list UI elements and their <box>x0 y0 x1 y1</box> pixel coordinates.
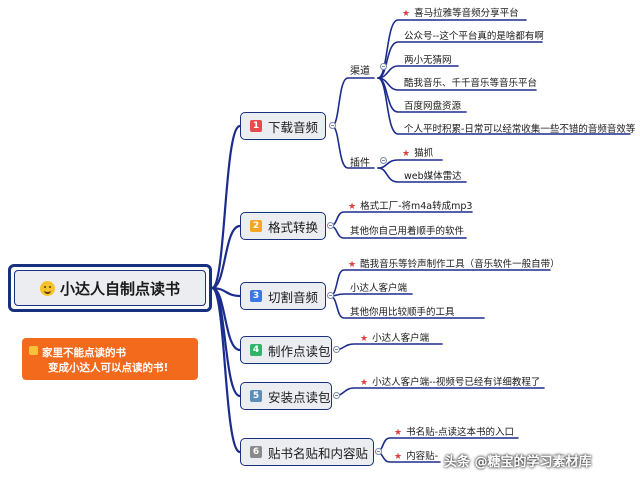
promo-callout: 家里不能点读的书 变成小达人可以点读的书! <box>22 338 198 380</box>
leaf-neirongtie[interactable]: ★内容贴- <box>394 448 438 462</box>
leaf-text: 喜马拉雅等音频分享平台 <box>414 8 519 19</box>
branch-number-badge: 1 <box>250 120 262 132</box>
star-icon: ★ <box>394 452 403 462</box>
star-icon: ★ <box>402 9 411 19</box>
branch-node-6[interactable]: 6 贴书名贴和内容贴 <box>240 438 374 466</box>
leaf-geren[interactable]: 个人平时积累-日常可以经常收集一些不错的音频音效等 <box>404 124 636 135</box>
leaf-kehu3[interactable]: ★小达人客户端--视频号已经有详细教程了 <box>360 374 540 388</box>
thumbs-up-icon <box>29 346 38 355</box>
leaf-text: 书名贴-点读这本书的入口 <box>406 427 515 438</box>
root-title: 小达人自制点读书 <box>59 279 180 298</box>
branch-number-badge: 2 <box>250 220 262 232</box>
branch-number-badge: 3 <box>250 290 262 302</box>
branch-node-5[interactable]: 5 安装点读包 <box>240 382 332 410</box>
star-icon: ★ <box>394 428 403 438</box>
root-node[interactable]: 小达人自制点读书 <box>8 264 212 312</box>
collapse-toggle-icon[interactable] <box>333 392 340 399</box>
branch-node-4[interactable]: 4 制作点读包 <box>240 336 332 364</box>
leaf-geshi[interactable]: ★格式工厂-将m4a转成mp3 <box>348 198 472 212</box>
promo-line-1: 家里不能点读的书 <box>42 347 126 359</box>
branch-label: 贴书名贴和内容贴 <box>268 445 369 461</box>
smile-emoji-icon <box>39 280 55 296</box>
collapse-toggle-icon[interactable] <box>327 292 334 299</box>
branch-label: 制作点读包 <box>268 343 331 359</box>
leaf-kehu2[interactable]: ★小达人客户端 <box>360 330 429 344</box>
leaf-baidu[interactable]: 百度网盘资源 <box>404 101 462 112</box>
star-icon: ★ <box>348 202 357 212</box>
branch-node-1[interactable]: 1 下载音频 <box>240 112 326 140</box>
collapse-toggle-icon[interactable] <box>375 448 382 455</box>
leaf-kehu1[interactable]: 小达人客户端 <box>350 283 408 294</box>
branch-number-badge: 4 <box>250 344 262 356</box>
leaf-qita2[interactable]: 其他你用比较顺手的工具 <box>350 307 455 318</box>
leaf-qita1[interactable]: 其他你自己用着顺手的软件 <box>350 226 465 237</box>
group-label-plugins: 插件 <box>350 158 370 169</box>
branch-label: 格式转换 <box>268 219 319 235</box>
watermark: 头条 @糖宝的学习素材库 <box>444 455 592 470</box>
collapse-toggle-icon[interactable] <box>329 122 336 129</box>
leaf-maozhua[interactable]: ★猫抓 <box>402 145 433 159</box>
collapse-toggle-icon[interactable] <box>327 222 334 229</box>
collapse-toggle-icon[interactable] <box>380 157 387 164</box>
branch-node-3[interactable]: 3 切割音频 <box>240 282 326 310</box>
leaf-liangxiao[interactable]: 两小无猜网 <box>404 55 452 66</box>
leaf-gongzhonghao[interactable]: 公众号--这个平台真的是啥都有啊 <box>404 31 544 42</box>
star-icon: ★ <box>360 378 369 388</box>
branch-label: 下载音频 <box>268 119 319 135</box>
leaf-text: 小达人客户端 <box>372 333 430 344</box>
leaf-text: 酷我音乐等铃声制作工具（音乐软件一般自带） <box>360 259 560 270</box>
branch-number-badge: 6 <box>250 446 262 458</box>
leaf-text: 内容贴- <box>406 451 439 462</box>
branch-node-2[interactable]: 2 格式转换 <box>240 212 326 240</box>
leaf-shumingtie[interactable]: ★书名贴-点读这本书的入口 <box>394 424 514 438</box>
promo-line-2: 变成小达人可以点读的书! <box>48 362 169 374</box>
leaf-kuwo[interactable]: ★酷我音乐等铃声制作工具（音乐软件一般自带） <box>348 256 560 270</box>
leaf-text: 格式工厂-将m4a转成mp3 <box>360 201 473 212</box>
collapse-toggle-icon[interactable] <box>333 346 340 353</box>
branch-number-badge: 5 <box>250 390 262 402</box>
leaf-kugou[interactable]: 酷我音乐、千千音乐等音乐平台 <box>404 78 538 89</box>
branch-label: 切割音频 <box>268 289 319 305</box>
group-label-channels: 渠道 <box>350 66 370 77</box>
star-icon: ★ <box>348 260 357 270</box>
star-icon: ★ <box>402 149 411 159</box>
leaf-text: 猫抓 <box>414 148 434 159</box>
root-node-inner: 小达人自制点读书 <box>14 270 206 306</box>
leaf-ximalaya[interactable]: ★喜马拉雅等音频分享平台 <box>402 5 519 19</box>
leaf-text: 小达人客户端--视频号已经有详细教程了 <box>372 377 541 388</box>
star-icon: ★ <box>360 334 369 344</box>
collapse-toggle-icon[interactable] <box>380 63 387 70</box>
branch-label: 安装点读包 <box>268 389 331 405</box>
leaf-web[interactable]: web媒体雷达 <box>404 171 462 182</box>
